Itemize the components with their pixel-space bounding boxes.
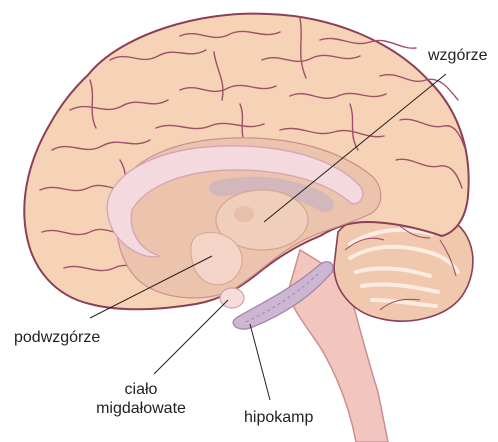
hippocampus bbox=[232, 261, 334, 330]
leader-amygdala bbox=[153, 299, 229, 375]
leader-hippocampus bbox=[249, 323, 271, 401]
amygdala bbox=[219, 287, 245, 309]
corpus-callosum bbox=[106, 145, 364, 258]
leader-lines bbox=[89, 73, 447, 401]
label-hippocampus: hipokamp bbox=[244, 409, 314, 426]
label-amygdala-line1: ciało bbox=[124, 381, 158, 398]
label-amygdala: ciało migdałowate bbox=[86, 380, 196, 418]
label-hypothalamus: podwzgórze bbox=[14, 329, 101, 346]
leader-hypothalamus bbox=[89, 255, 213, 319]
hypothalamus bbox=[190, 232, 243, 286]
label-amygdala-line2: migdałowate bbox=[96, 400, 186, 417]
leader-thalamus bbox=[263, 73, 447, 223]
label-thalamus: wzgórze bbox=[428, 47, 488, 64]
cerebellum bbox=[333, 206, 474, 322]
